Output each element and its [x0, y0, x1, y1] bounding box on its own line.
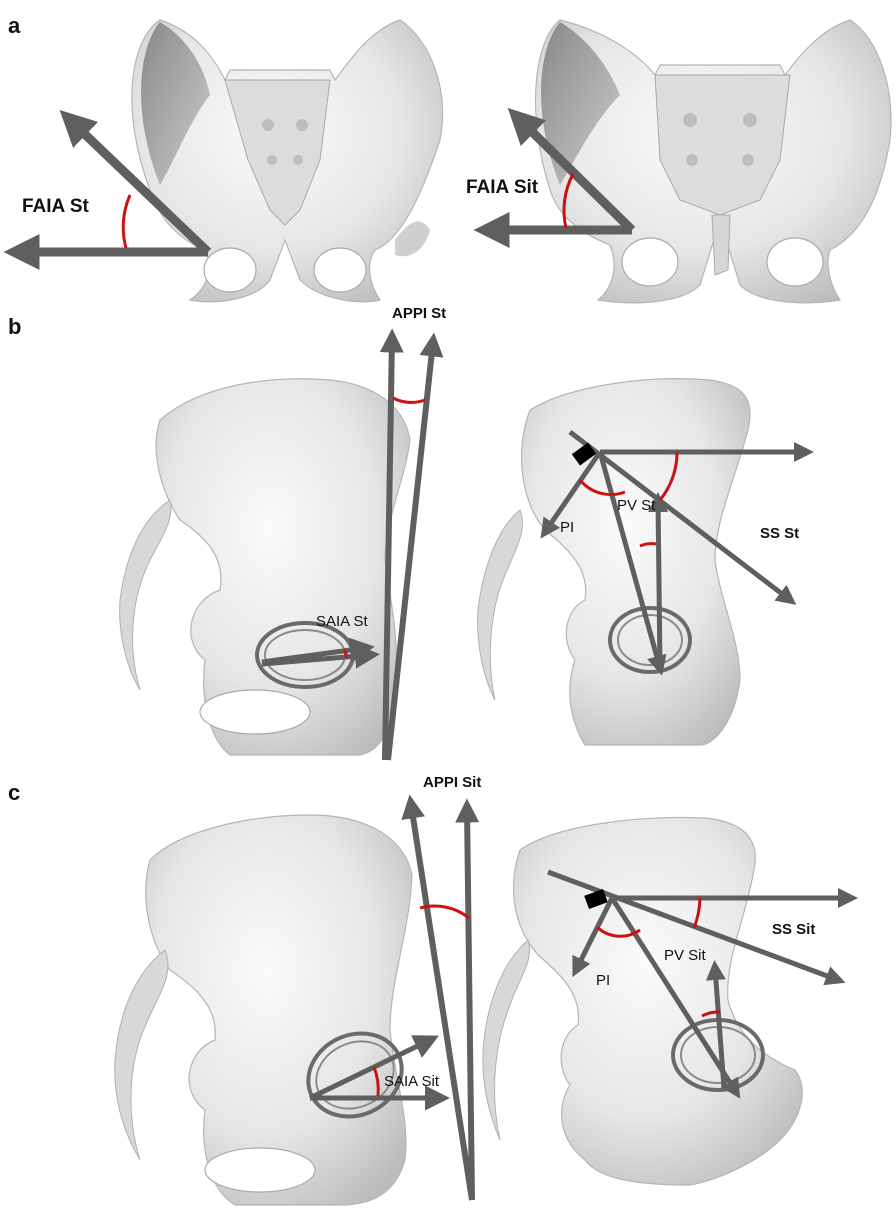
pelvis-front-view-sitting — [536, 20, 891, 303]
hemipelvis-lateral-sitting-left — [115, 815, 412, 1205]
appi-st-angle-arc — [393, 398, 425, 402]
saia-sit-label: SAIA Sit — [384, 1073, 440, 1090]
hemipelvis-lateral-sitting-right — [483, 817, 802, 1185]
saia-st-label: SAIA St — [316, 613, 369, 630]
appi-st-oblique-arrow — [388, 342, 433, 760]
hemipelvis-lateral-standing-left — [120, 379, 410, 755]
pelvis-front-view-standing — [132, 20, 443, 302]
appi-sit-label: APPI Sit — [423, 774, 481, 791]
panel-b: b APPI St SAIA St — [8, 305, 806, 760]
pi-sit-label: PI — [596, 972, 610, 989]
panel-letter-b: b — [8, 314, 21, 339]
ss-sit-label: SS Sit — [772, 921, 815, 938]
faia-st-angle-arc — [123, 195, 130, 248]
ss-st-label: SS St — [760, 525, 799, 542]
hemipelvis-lateral-standing-right — [478, 379, 750, 745]
panel-letter-a: a — [8, 13, 21, 38]
panel-letter-c: c — [8, 780, 20, 805]
panel-a: a FAIA St — [8, 13, 891, 303]
pv-sit-label: PV Sit — [664, 947, 707, 964]
panel-c: c APPI Sit SAIA Sit — [8, 774, 850, 1205]
appi-st-label: APPI St — [392, 305, 446, 322]
pv-st-label: PV St — [617, 497, 656, 514]
appi-sit-oblique-arrow — [411, 804, 472, 1200]
pi-st-label: PI — [560, 519, 574, 536]
faia-st-label: FAIA St — [22, 196, 90, 217]
pv-st-vertical-arrow — [658, 500, 660, 668]
appi-sit-vertical-arrow — [467, 808, 472, 1200]
faia-sit-label: FAIA Sit — [466, 177, 539, 198]
